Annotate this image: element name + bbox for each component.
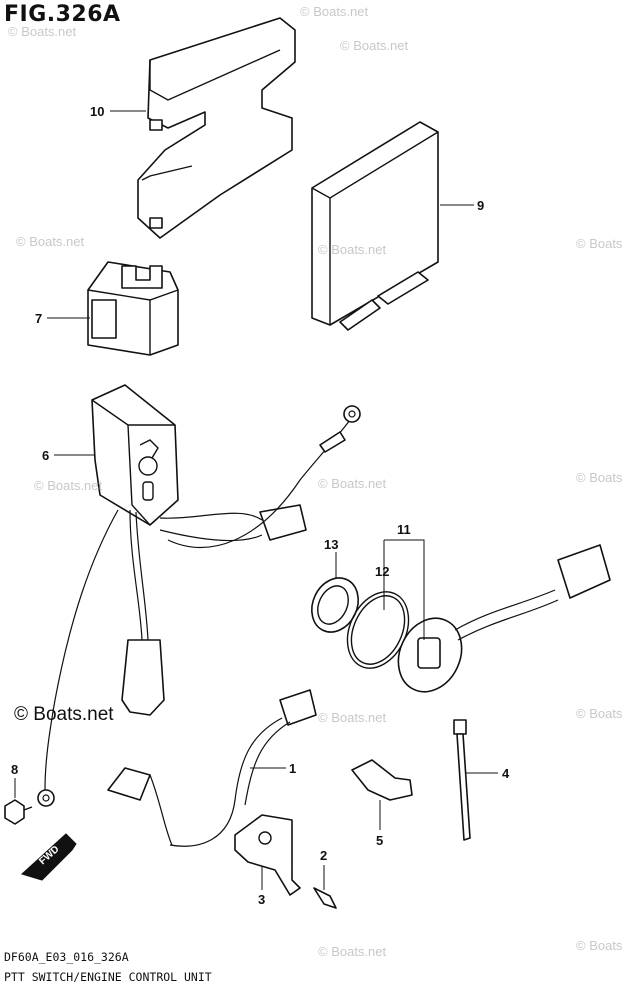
watermark: © Boats.net xyxy=(576,470,623,485)
watermark: © Boats.net xyxy=(318,710,387,725)
watermark: © Boats.net xyxy=(8,24,77,39)
part-9-ecu xyxy=(311,121,439,331)
part-11-ptt-switch xyxy=(397,544,611,693)
callout-12: 12 xyxy=(375,564,390,579)
callout-7: 7 xyxy=(35,311,43,326)
watermark: © Boats.net xyxy=(16,234,85,249)
watermark-prominent: © Boats.net xyxy=(14,704,114,725)
part-6-ptt-switch-unit xyxy=(37,384,361,807)
callout-5: 5 xyxy=(376,833,384,848)
callout-8: 8 xyxy=(11,762,19,777)
watermark: © Boats.net xyxy=(576,938,623,953)
watermark: © Boats.net xyxy=(576,236,623,251)
part-13-seal xyxy=(311,577,359,633)
figure-title: FIG.326A xyxy=(4,2,121,27)
figure-code: DF60A_E03_016_326A xyxy=(4,950,129,964)
callout-11: 11 xyxy=(397,522,411,537)
part-2-screw xyxy=(313,887,337,909)
callout-2: 2 xyxy=(320,848,328,863)
watermark: © Boats.net xyxy=(318,476,387,491)
figure-caption: PTT SWITCH/ENGINE CONTROL UNIT xyxy=(4,970,212,984)
watermark: © Boats.net xyxy=(318,944,387,959)
watermark: © Boats.net xyxy=(576,706,623,721)
callout-4: 4 xyxy=(502,766,510,781)
watermark: © Boats.net xyxy=(34,478,103,493)
watermark: © Boats.net xyxy=(318,242,387,257)
part-4-tie-band xyxy=(453,719,471,841)
callout-10: 10 xyxy=(90,104,105,119)
part-3-bracket xyxy=(234,814,301,896)
callout-6: 6 xyxy=(42,448,50,463)
watermark: © Boats.net xyxy=(300,4,369,19)
part-8-bolt xyxy=(4,799,33,825)
callout-13: 13 xyxy=(324,537,339,552)
part-7-relay xyxy=(87,261,179,356)
part-10-cover xyxy=(137,17,296,239)
watermark: © Boats.net xyxy=(340,38,409,53)
leader-lines xyxy=(14,110,498,890)
part-5-clamp xyxy=(351,759,413,801)
callout-1: 1 xyxy=(289,761,297,776)
callout-9: 9 xyxy=(477,198,485,213)
fwd-arrow-icon xyxy=(21,833,77,881)
part-1-harness xyxy=(107,689,317,847)
callout-3: 3 xyxy=(258,892,266,907)
